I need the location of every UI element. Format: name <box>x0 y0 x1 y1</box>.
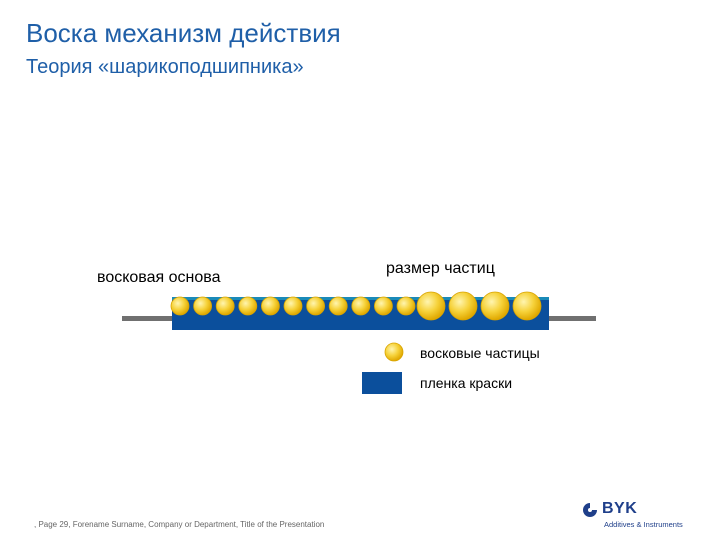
label-particle-size: размер частиц <box>386 260 495 277</box>
label-wax-base: восковая основа <box>97 269 221 286</box>
footer-text: , Page 29, Forename Surname, Company or … <box>34 520 325 529</box>
wax-particle-small <box>328 296 348 316</box>
paint-film-swatch <box>362 372 402 394</box>
wax-particle-small <box>351 296 371 316</box>
slide-title: Воска механизм действия <box>26 18 341 48</box>
wax-particle-large <box>416 291 446 321</box>
wax-particle-small <box>260 296 280 316</box>
wax-particle-small <box>283 296 303 316</box>
wax-particle-large <box>512 291 542 321</box>
wax-particle-large <box>448 291 478 321</box>
byk-logo-icon <box>583 503 597 517</box>
byk-logo: BYK Additives & Instruments <box>582 500 692 532</box>
legend: восковые частицы пленка краски <box>362 342 540 394</box>
legend-label-wax-particles: восковые частицы <box>420 345 540 361</box>
legend-label-paint-film: пленка краски <box>420 375 512 391</box>
wax-particle-small <box>396 296 416 316</box>
wax-particle-icon <box>384 342 404 362</box>
wax-particle-small <box>215 296 235 316</box>
wax-particle-small <box>193 296 213 316</box>
slide-subtitle: Теория «шарикоподшипника» <box>26 56 304 78</box>
wax-particle-small <box>238 296 258 316</box>
logo-tagline: Additives & Instruments <box>604 520 683 529</box>
wax-particle-small <box>306 296 326 316</box>
wax-particle-small <box>170 296 190 316</box>
wax-particle-small <box>373 296 393 316</box>
wax-particles <box>170 291 542 321</box>
wax-particle-large <box>480 291 510 321</box>
logo-name: BYK <box>602 500 638 517</box>
